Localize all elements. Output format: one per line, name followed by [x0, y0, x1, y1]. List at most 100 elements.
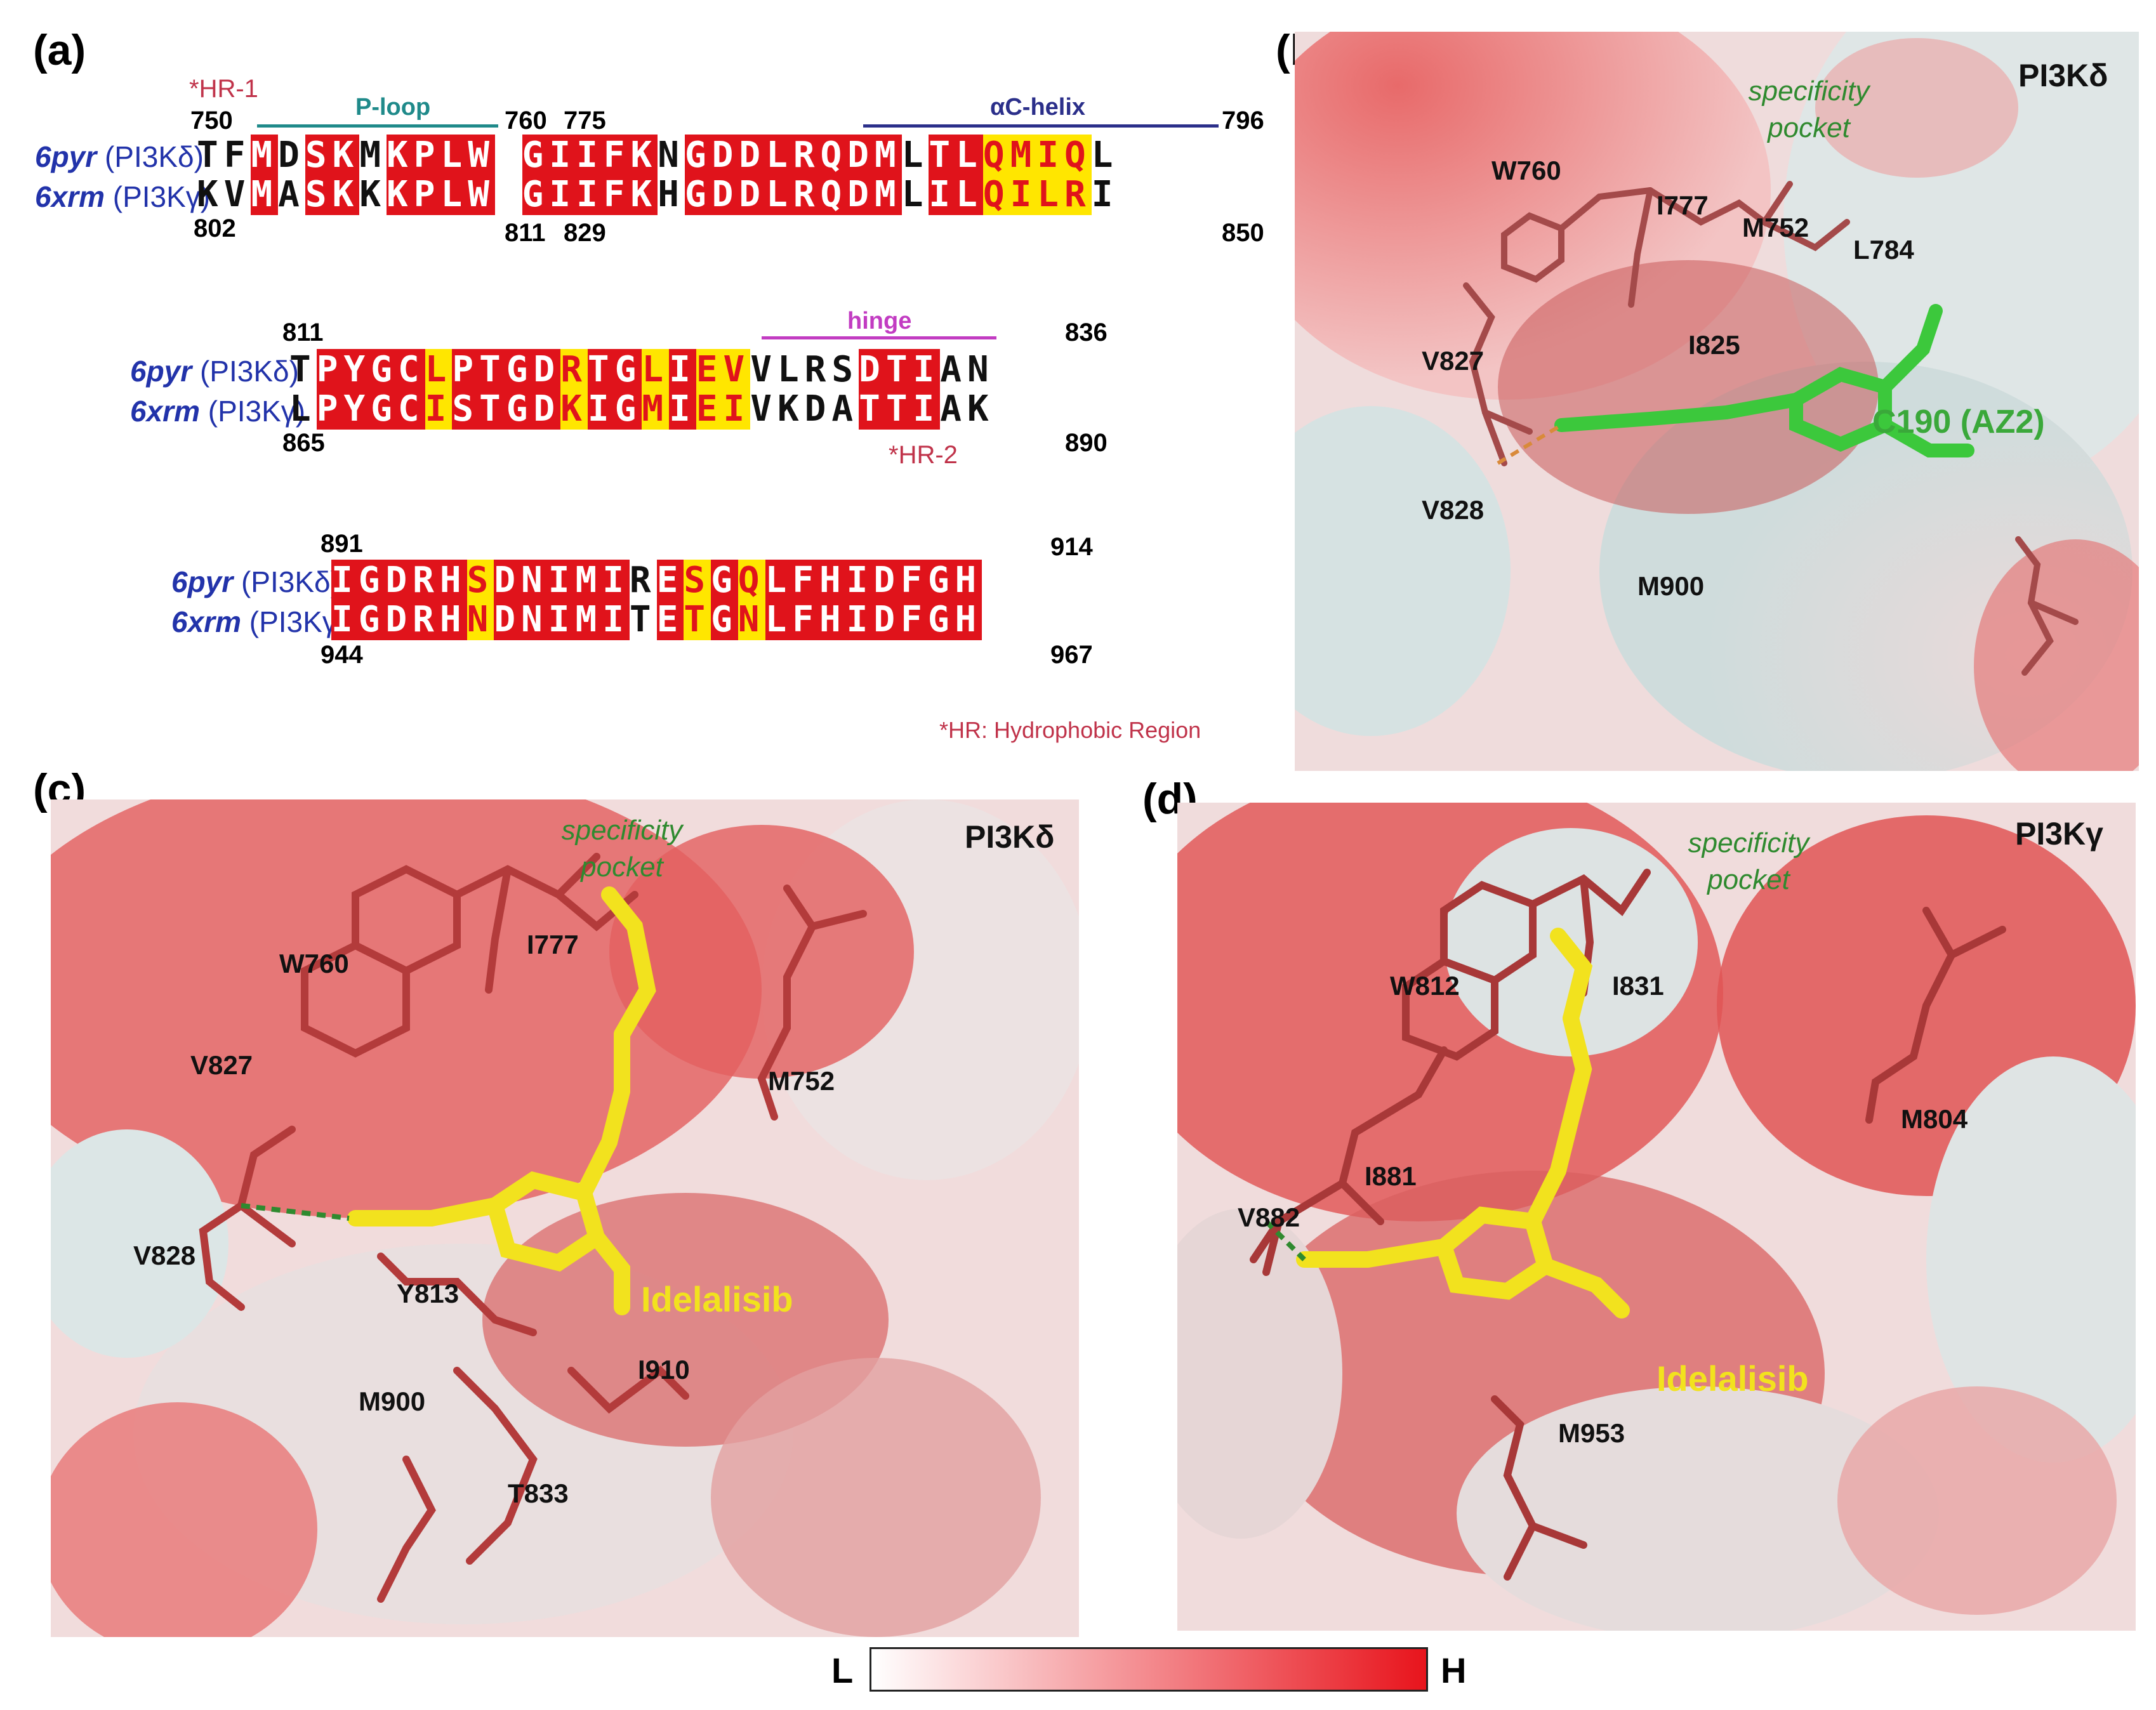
residue-letter: T	[479, 349, 506, 390]
residue-letter: D	[739, 174, 766, 215]
residue-letter: T	[630, 599, 657, 640]
color-scale-bar	[870, 1647, 1428, 1692]
residue-letter: I	[669, 349, 696, 390]
residue-letter: D	[712, 174, 739, 215]
protein-name: (PI3Kγ)	[113, 180, 210, 213]
residue-letter: R	[413, 599, 440, 640]
residue-letter: I	[929, 174, 956, 215]
residue-letter: G	[711, 560, 738, 601]
residue-letter: V	[750, 349, 777, 390]
residue-letter: S	[452, 388, 479, 430]
surface-c	[51, 799, 1079, 1637]
residue-letter: V	[750, 388, 777, 430]
residue-letter: L	[956, 135, 983, 176]
residue-letter: T	[859, 388, 886, 430]
res-b-I825: I825	[1688, 330, 1740, 360]
num-891: 891	[321, 530, 363, 558]
sequence-row: IGDRHNDNIMITETGNLFHIDFGH	[331, 600, 982, 640]
residue-letter: N	[467, 599, 494, 640]
scale-low-label: L	[831, 1650, 853, 1691]
residue-letter: D	[859, 349, 886, 390]
res-c-V828: V828	[133, 1240, 195, 1271]
res-b-L784: L784	[1853, 235, 1914, 265]
residue-letter: L	[902, 174, 929, 215]
residue-letter: L	[440, 174, 468, 215]
panel-d-pocket: specificity pocket	[1647, 825, 1850, 898]
seq-block2: TPYGCLPTGDRTGLIEVVLRSDTIANLPYGCISTGDKIGM…	[289, 350, 995, 429]
res-c-I910: I910	[638, 1355, 690, 1385]
residue-letter: R	[630, 560, 657, 601]
residue-letter: E	[657, 560, 684, 601]
residue-letter: F	[792, 560, 819, 601]
res-c-T833: T833	[508, 1478, 569, 1509]
residue-letter: A	[278, 174, 305, 215]
res-d-I881: I881	[1365, 1161, 1417, 1192]
residue-letter: D	[805, 388, 832, 430]
res-c-V827: V827	[190, 1050, 253, 1081]
residue-letter: K	[387, 174, 414, 215]
residue-letter: K	[967, 388, 995, 430]
num-865: 865	[282, 429, 325, 457]
residue-letter: N	[658, 135, 685, 176]
pocket-line-1: specificity	[1707, 73, 1910, 110]
residue-letter: D	[494, 560, 521, 601]
res-b-W760: W760	[1491, 155, 1561, 186]
protein-name: (PI3Kδ)	[105, 140, 204, 173]
num-836: 836	[1065, 319, 1108, 347]
num-967: 967	[1050, 641, 1093, 669]
residue-letter: E	[696, 388, 724, 430]
residue-letter: M	[575, 599, 602, 640]
residue-letter: M	[875, 174, 902, 215]
residue-letter: H	[440, 560, 467, 601]
residue-letter: A	[940, 388, 967, 430]
pocket-line-2: pocket	[520, 849, 724, 886]
residue-letter: D	[739, 135, 766, 176]
residue-letter: I	[576, 174, 604, 215]
res-b-M900: M900	[1637, 571, 1704, 602]
residue-letter: F	[604, 174, 631, 215]
seqname-6pyr-2: 6pyr (PI3Kδ)	[130, 354, 299, 388]
residue-letter: I	[425, 388, 453, 430]
sequence-row: KVMASKKKPLW GIIFKHGDDLRQDMLILQILRI	[197, 175, 1118, 214]
num-811b: 811	[282, 319, 324, 347]
residue-letter: H	[819, 560, 847, 601]
residue-letter: T	[929, 135, 956, 176]
residue-letter: M	[575, 560, 602, 601]
num-944: 944	[321, 641, 363, 669]
residue-letter: D	[873, 560, 901, 601]
residue-letter: I	[331, 599, 359, 640]
residue-letter: G	[359, 599, 386, 640]
residue-letter: L	[777, 349, 805, 390]
res-b-V828: V828	[1422, 495, 1484, 525]
residue-letter: F	[224, 135, 251, 176]
residue-letter: H	[955, 560, 982, 601]
residue-letter: D	[847, 135, 875, 176]
panel-c-title: PI3Kδ	[965, 819, 1054, 855]
res-b-M752: M752	[1742, 213, 1809, 243]
residue-letter: V	[224, 174, 251, 215]
residue-letter: G	[711, 599, 738, 640]
residue-letter: G	[615, 388, 642, 430]
residue-letter: G	[371, 388, 398, 430]
residue-letter: R	[413, 560, 440, 601]
residue-letter: L	[289, 388, 317, 430]
residue-letter: Y	[343, 349, 371, 390]
residue-letter: D	[278, 135, 305, 176]
residue-letter: N	[738, 599, 765, 640]
residue-letter: M	[875, 135, 902, 176]
pdb-id: 6xrm	[130, 395, 200, 428]
residue-letter: D	[385, 599, 413, 640]
residue-letter	[495, 135, 522, 176]
residue-letter: R	[805, 349, 832, 390]
residue-letter: G	[928, 560, 955, 601]
residue-letter: G	[615, 349, 642, 390]
seqname-6xrm-2: 6xrm (PI3Kγ)	[130, 394, 305, 428]
residue-letter: I	[548, 599, 576, 640]
residue-letter: I	[724, 388, 751, 430]
residue-letter: S	[684, 560, 711, 601]
residue-letter: W	[468, 135, 495, 176]
ligand-label-d: Idelalisib	[1657, 1358, 1809, 1399]
residue-letter: P	[452, 349, 479, 390]
res-c-I777: I777	[527, 930, 579, 960]
